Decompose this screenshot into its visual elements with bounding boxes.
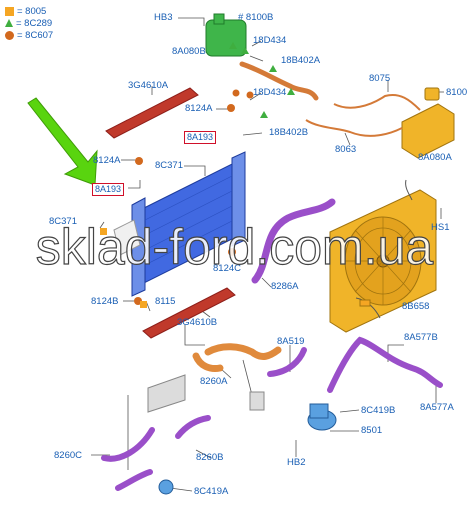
circle-icon xyxy=(5,30,14,40)
pointer-arrow xyxy=(27,97,98,186)
reservoir-hose-assembly xyxy=(205,13,319,101)
radiator xyxy=(113,151,246,297)
callout-8a193-top[interactable]: 8A193 xyxy=(184,131,217,144)
part-label-8b658[interactable]: 8B658 xyxy=(402,301,430,312)
part-label-8a519[interactable]: 8A519 xyxy=(277,336,305,347)
part-label-8260b[interactable]: 8260B xyxy=(196,452,224,463)
part-label-8a577b[interactable]: 8A577B xyxy=(404,332,438,343)
expansion-tank xyxy=(305,87,455,159)
legend-label: = 8C289 xyxy=(16,17,53,29)
part-label-8063[interactable]: 8063 xyxy=(335,144,357,155)
part-label-8075[interactable]: 8075 xyxy=(369,73,391,84)
part-label-8501[interactable]: 8501 xyxy=(361,425,383,436)
part-label-hb3[interactable]: HB3 xyxy=(154,12,173,23)
callout-8a193-left[interactable]: 8A193 xyxy=(92,183,125,196)
legend-label: = 8C607 xyxy=(17,29,54,41)
part-label-8a080a[interactable]: 8A080A xyxy=(418,152,452,163)
part-label-8260a[interactable]: 8260A xyxy=(200,376,228,387)
coolant-hoses xyxy=(101,198,443,491)
part-label-8124a-left[interactable]: 8124A xyxy=(93,155,121,166)
legend-item-8005: = 8005 xyxy=(5,5,53,17)
part-label-8124c[interactable]: 8124C xyxy=(213,263,241,274)
part-label-3g4610b[interactable]: 3G4610B xyxy=(177,317,218,328)
part-label-3g4610a[interactable]: 3G4610A xyxy=(128,80,169,91)
part-label-8100[interactable]: 8100 xyxy=(446,87,468,98)
part-label-8124a-top[interactable]: 8124A xyxy=(185,103,213,114)
legend-item-8c289: = 8C289 xyxy=(5,17,53,29)
part-label-8115[interactable]: 8115 xyxy=(155,296,176,307)
pump-assembly xyxy=(147,374,337,495)
part-label-18d434[interactable]: 18D434 xyxy=(253,35,287,46)
fan-wiring xyxy=(355,179,413,319)
part-label-8a080b[interactable]: 8A080B xyxy=(172,46,206,57)
connectors xyxy=(100,42,295,308)
part-label-18d434-lower[interactable]: 18D434 xyxy=(253,87,287,98)
legend: = 8005 = 8C289 = 8C607 xyxy=(5,5,53,41)
part-label-8c419b[interactable]: 8C419B xyxy=(361,405,396,416)
legend-item-8c607: = 8C607 xyxy=(5,29,53,41)
part-label-18b402b[interactable]: 18B402B xyxy=(269,127,309,138)
part-label-18b402a[interactable]: 18B402A xyxy=(281,55,321,66)
part-label-8100b[interactable]: # 8100B xyxy=(238,12,274,23)
part-label-8c371-top[interactable]: 8C371 xyxy=(155,160,183,171)
seal-strips xyxy=(105,87,236,339)
fan-shroud xyxy=(329,189,437,333)
part-label-hb2[interactable]: HB2 xyxy=(287,457,306,468)
part-label-8c371-left[interactable]: 8C371 xyxy=(49,216,77,227)
triangle-icon xyxy=(5,19,13,27)
part-label-8260c[interactable]: 8260C xyxy=(54,450,82,461)
square-icon xyxy=(5,6,14,16)
part-label-8c419a[interactable]: 8C419A xyxy=(194,486,229,497)
part-label-8124b[interactable]: 8124B xyxy=(91,296,119,307)
legend-label: = 8005 xyxy=(17,5,47,17)
part-label-8286a[interactable]: 8286A xyxy=(271,281,299,292)
part-label-hs1[interactable]: HS1 xyxy=(431,222,450,233)
part-label-8a577a[interactable]: 8A577A xyxy=(420,402,454,413)
